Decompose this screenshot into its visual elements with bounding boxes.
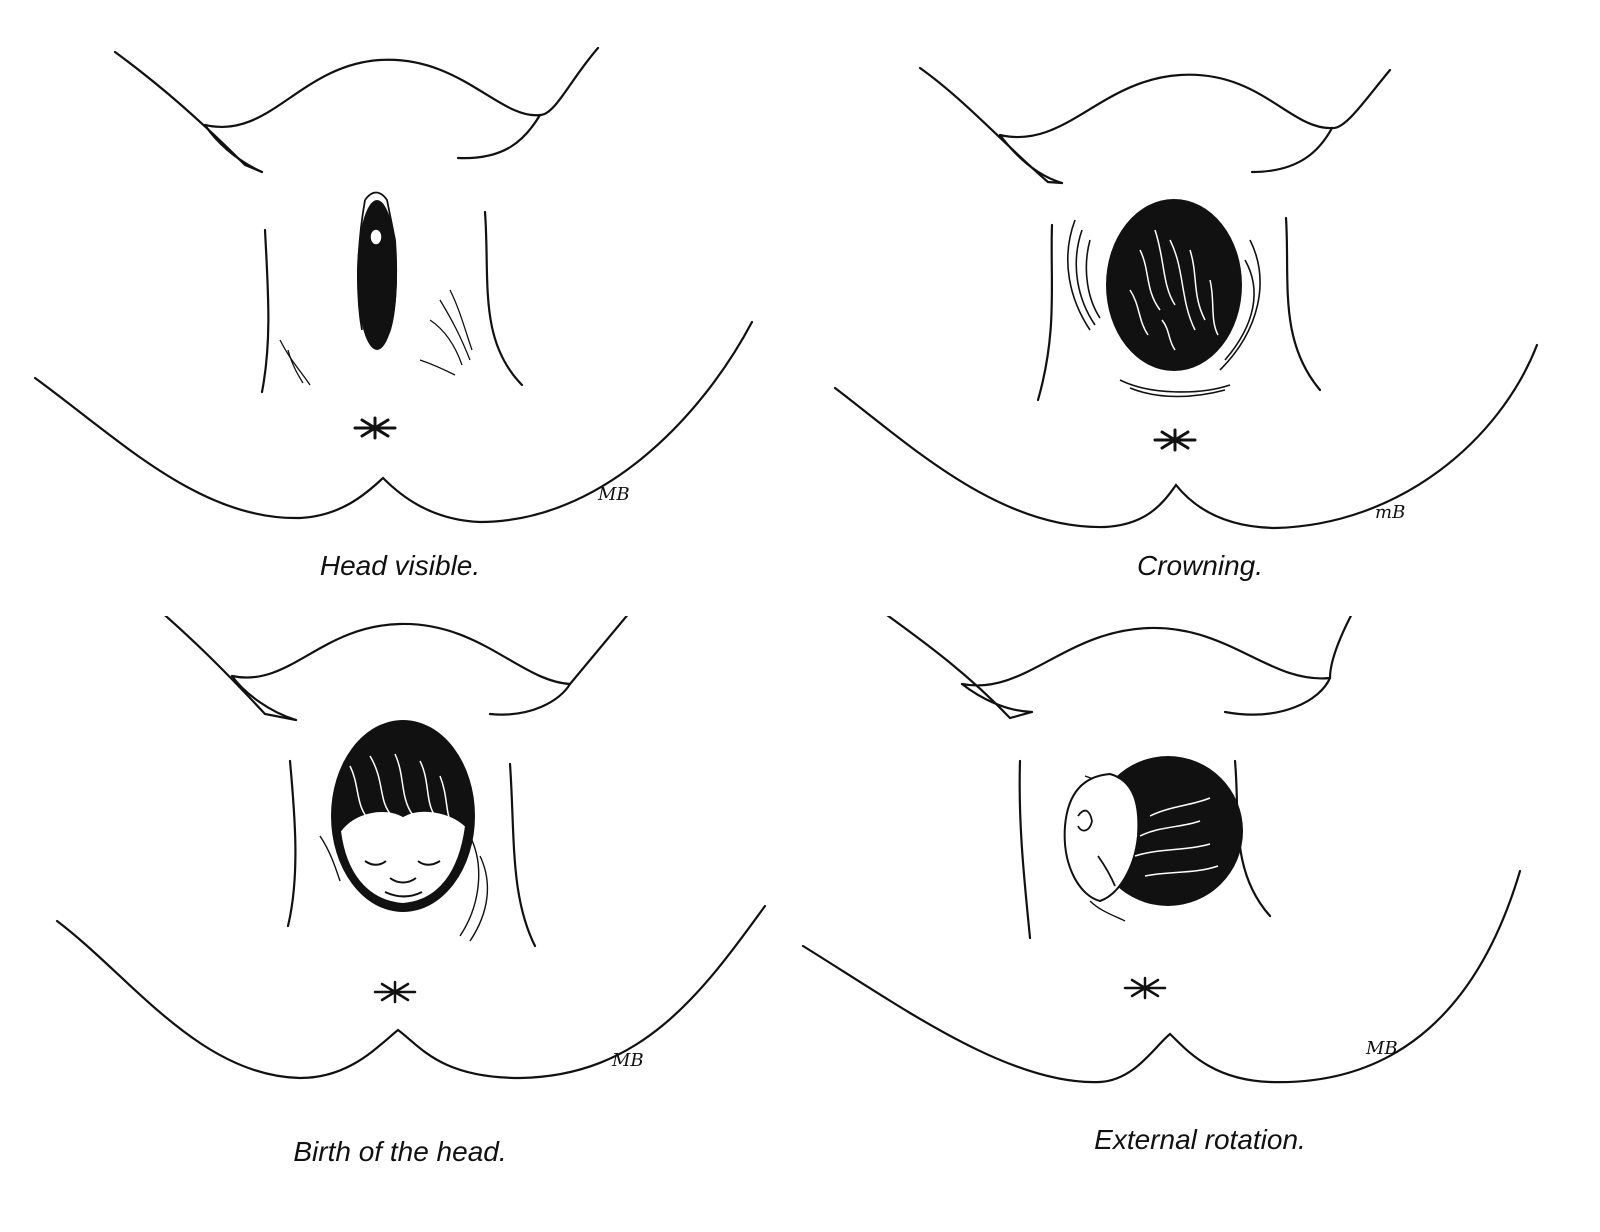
illustration-head-visible <box>33 46 754 524</box>
panel-birth-of-head: Birth of the head. MB <box>0 616 800 1232</box>
artist-signature: MB <box>612 1050 644 1071</box>
panel-crowning: Crowning. mB <box>800 0 1600 616</box>
panel-head-visible: Head visible. MB <box>0 0 800 616</box>
artist-signature: MB <box>598 484 630 505</box>
illustration-birth-of-head <box>55 616 767 1080</box>
artist-signature: MB <box>1366 1038 1398 1059</box>
panel-external-rotation: External rotation. MB <box>800 616 1600 1232</box>
illustration-external-rotation <box>801 616 1522 1084</box>
caption-head-visible: Head visible. <box>319 550 481 581</box>
caption-crowning: Crowning. <box>1136 550 1264 581</box>
illustration-crowning <box>833 66 1539 530</box>
caption-birth-of-head: Birth of the head. <box>293 1136 507 1167</box>
caption-external-rotation: External rotation. <box>1094 1124 1306 1155</box>
artist-signature: mB <box>1375 502 1406 523</box>
